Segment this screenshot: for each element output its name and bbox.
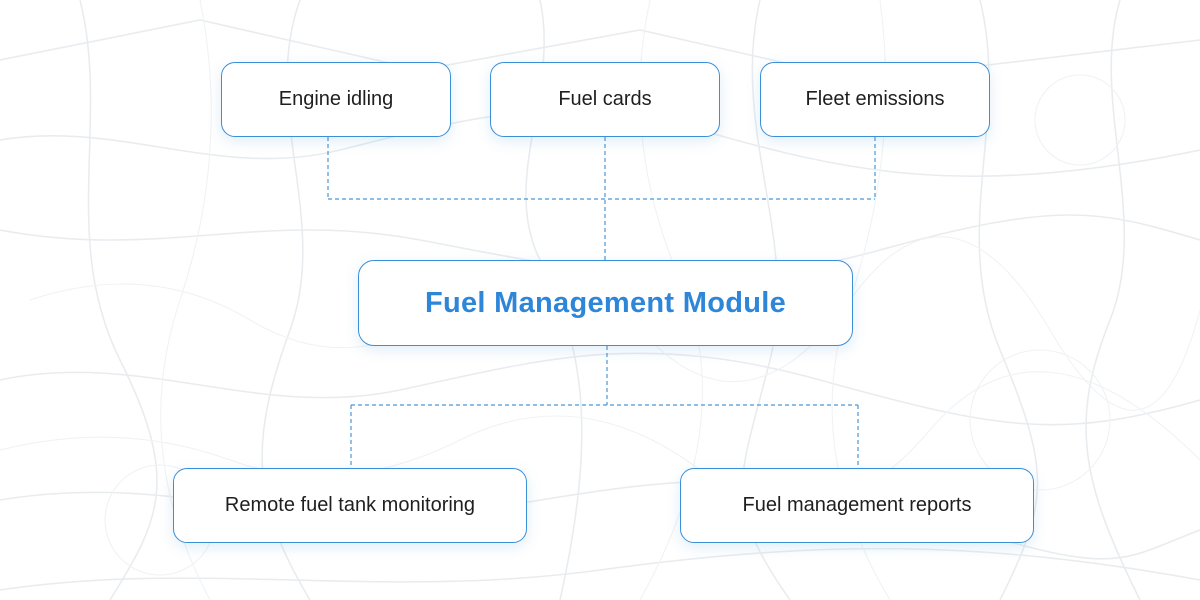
- node-engine-idling: Engine idling: [221, 62, 451, 137]
- node-fuel-management-reports: Fuel management reports: [680, 468, 1034, 543]
- node-label: Remote fuel tank monitoring: [224, 494, 476, 516]
- node-fleet-emissions: Fleet emissions: [760, 62, 990, 137]
- node-fuel-cards: Fuel cards: [490, 62, 720, 137]
- center-node-label: Fuel Management Module: [424, 286, 787, 319]
- node-label: Fuel cards: [558, 88, 652, 110]
- node-label: Engine idling: [278, 88, 394, 110]
- node-fuel-management-module: Fuel Management Module: [358, 260, 853, 346]
- node-label: Fuel management reports: [742, 494, 972, 516]
- node-remote-fuel-tank-monitoring: Remote fuel tank monitoring: [173, 468, 527, 543]
- node-label: Fleet emissions: [805, 88, 945, 110]
